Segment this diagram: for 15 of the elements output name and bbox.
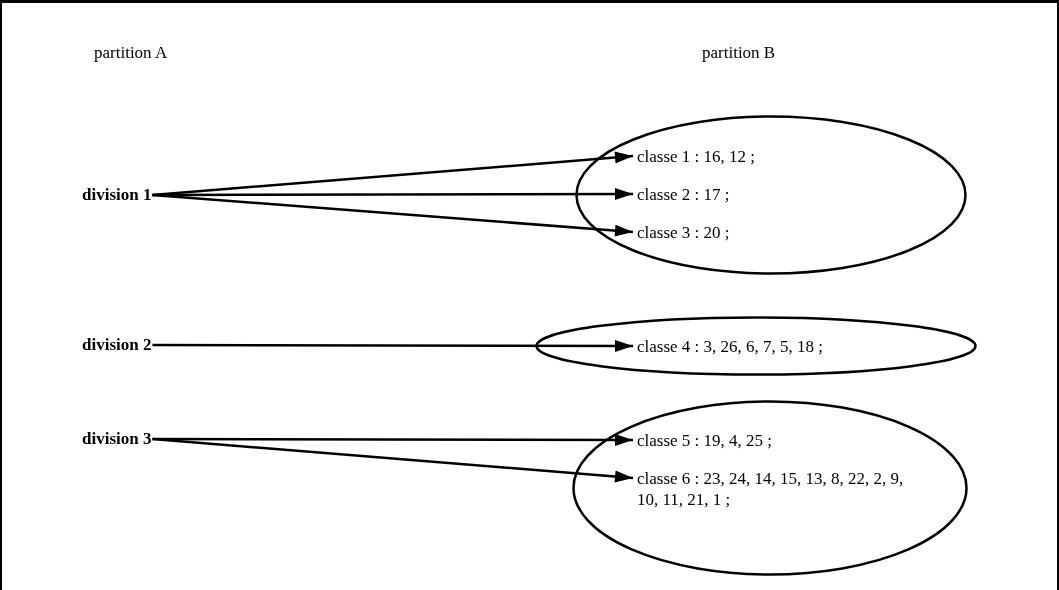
division-label: division 3 (82, 429, 152, 449)
arrow (152, 437, 634, 483)
class-text: classe 6 : 23, 24, 14, 15, 13, 8, 22, 2, 9, 10, 11, 21, 1 ; (637, 468, 917, 510)
class-text: classe 4 : 3, 26, 6, 7, 5, 18 ; (637, 336, 824, 357)
division-label: division 1 (82, 185, 152, 205)
class-text: classe 5 : 19, 4, 25 ; (637, 430, 773, 451)
column-header: partition B (702, 43, 776, 63)
division-label: division 2 (82, 335, 152, 355)
arrow (152, 339, 633, 352)
arrow (152, 151, 634, 197)
arrow (152, 193, 634, 237)
class-text: classe 3 : 20 ; (637, 222, 730, 243)
class-text: classe 1 : 16, 12 ; (637, 146, 756, 167)
class-text: classe 2 : 17 ; (637, 184, 730, 205)
column-header: partition A (94, 43, 168, 63)
